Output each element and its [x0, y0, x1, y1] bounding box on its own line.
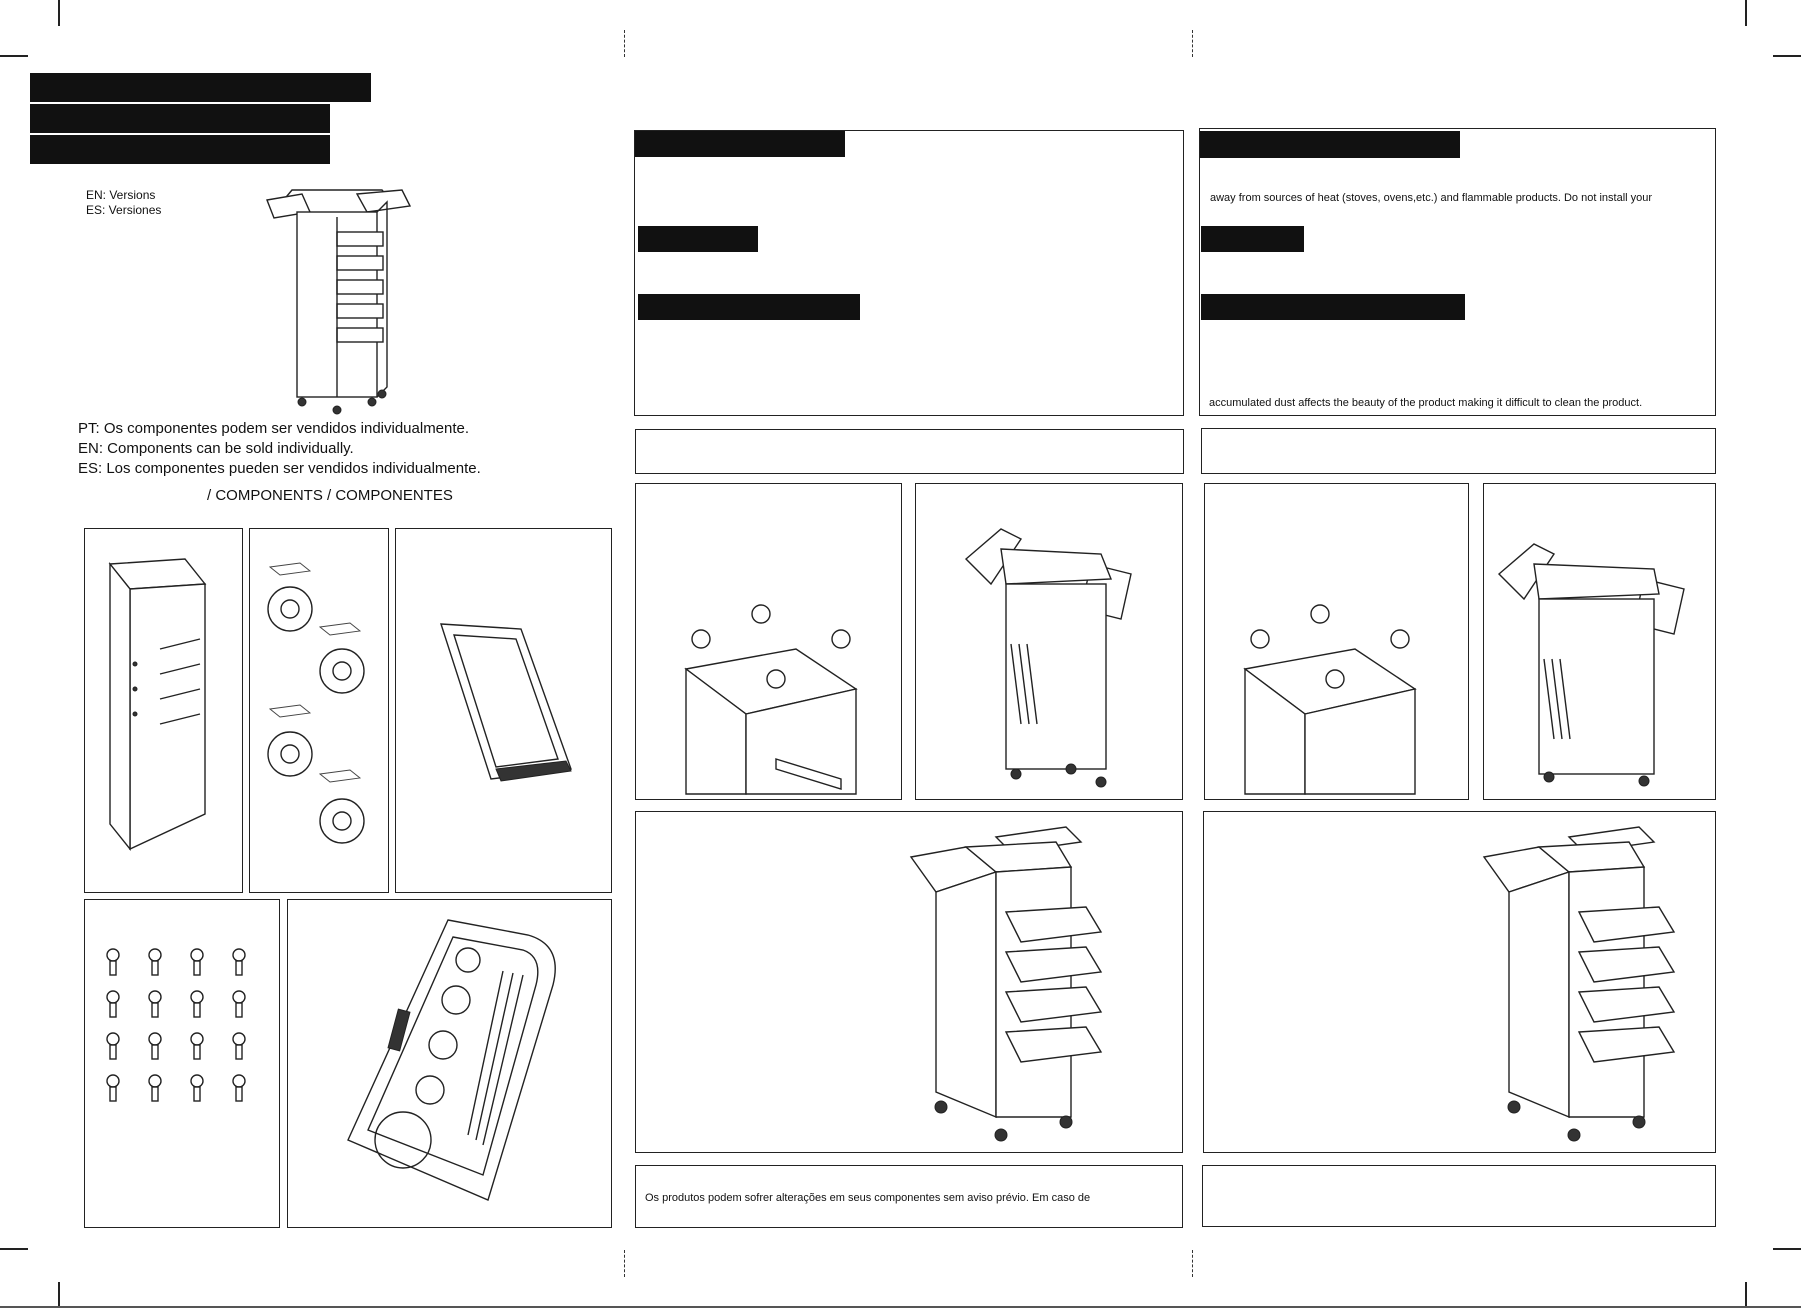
instructions-panel-left — [634, 130, 1184, 416]
assembly-step-icon-3 — [1243, 604, 1417, 795]
note-es: ES: Los componentes pueden ser vendidos … — [78, 460, 481, 477]
title-bar-3 — [30, 135, 330, 164]
cart-drawing-icon — [266, 189, 412, 415]
components-heading: / COMPONENTS / COMPONENTES — [207, 487, 453, 504]
assembled-cart-icon-2 — [1482, 826, 1676, 1142]
title-bar-1 — [30, 73, 371, 102]
crop-mark-tl-h — [0, 55, 28, 57]
cabinet-icon — [108, 558, 207, 851]
component-box-casters — [249, 528, 389, 893]
crop-mark-bl-h — [0, 1248, 28, 1250]
step-box-2 — [915, 483, 1183, 800]
panel-right-line1: away from sources of heat (stoves, ovens… — [1210, 192, 1653, 204]
fold-mark-bottom-2 — [1192, 1250, 1193, 1277]
component-box-cabinet — [84, 528, 243, 893]
crop-mark-br-h — [1773, 1248, 1801, 1250]
fold-mark-top-1 — [624, 30, 625, 57]
top-tray-icon — [347, 919, 556, 1201]
footer-box-right — [1202, 1165, 1716, 1227]
section-bar-1 — [635, 131, 845, 157]
step-box-1 — [635, 483, 902, 800]
crop-mark-tl-v — [58, 0, 60, 26]
section-bar-2 — [638, 226, 758, 252]
step-box-4 — [1483, 483, 1716, 800]
screws-icon — [106, 948, 246, 1102]
versions-es-label: ES: Versiones — [86, 203, 162, 217]
footer-left-text: Os produtos podem sofrer alterações em s… — [645, 1192, 1091, 1204]
section-bar-5 — [1201, 226, 1304, 252]
title-bar-2 — [30, 104, 330, 133]
assembled-cart-icon — [909, 826, 1103, 1142]
crop-mark-bl-v — [58, 1282, 60, 1308]
notice-box-left — [635, 429, 1184, 474]
notice-box-right — [1201, 428, 1716, 474]
assembled-box-left — [635, 811, 1183, 1153]
section-bar-4 — [1200, 131, 1460, 158]
footer-box-left: Os produtos podem sofrer alterações em s… — [635, 1165, 1183, 1228]
versions-en-label: EN: Versions — [86, 188, 156, 202]
assembled-box-right — [1203, 811, 1716, 1153]
component-box-drawer — [395, 528, 612, 893]
bottom-rule — [0, 1306, 1801, 1308]
assembly-step-icon — [684, 604, 858, 795]
crop-mark-br-v — [1745, 1282, 1747, 1308]
caster-wheels-icon — [267, 562, 365, 844]
section-bar-3 — [638, 294, 860, 320]
crop-mark-tr-h — [1773, 55, 1801, 57]
note-en: EN: Components can be sold individually. — [78, 440, 354, 457]
fold-mark-bottom-1 — [624, 1250, 625, 1277]
crop-mark-tr-v — [1745, 0, 1747, 26]
component-box-screws — [84, 899, 280, 1228]
section-bar-6 — [1201, 294, 1465, 320]
fold-mark-top-2 — [1192, 30, 1193, 57]
panel-right-line2: accumulated dust affects the beauty of t… — [1209, 397, 1643, 409]
assembly-step-icon-2 — [964, 528, 1132, 788]
instructions-panel-right: away from sources of heat (stoves, ovens… — [1199, 128, 1716, 416]
assembly-step-icon-4 — [1497, 543, 1685, 787]
note-pt: PT: Os componentes podem ser vendidos in… — [78, 420, 470, 437]
step-box-3 — [1204, 483, 1469, 800]
drawer-tray-icon — [440, 623, 572, 782]
component-box-top-tray — [287, 899, 612, 1228]
